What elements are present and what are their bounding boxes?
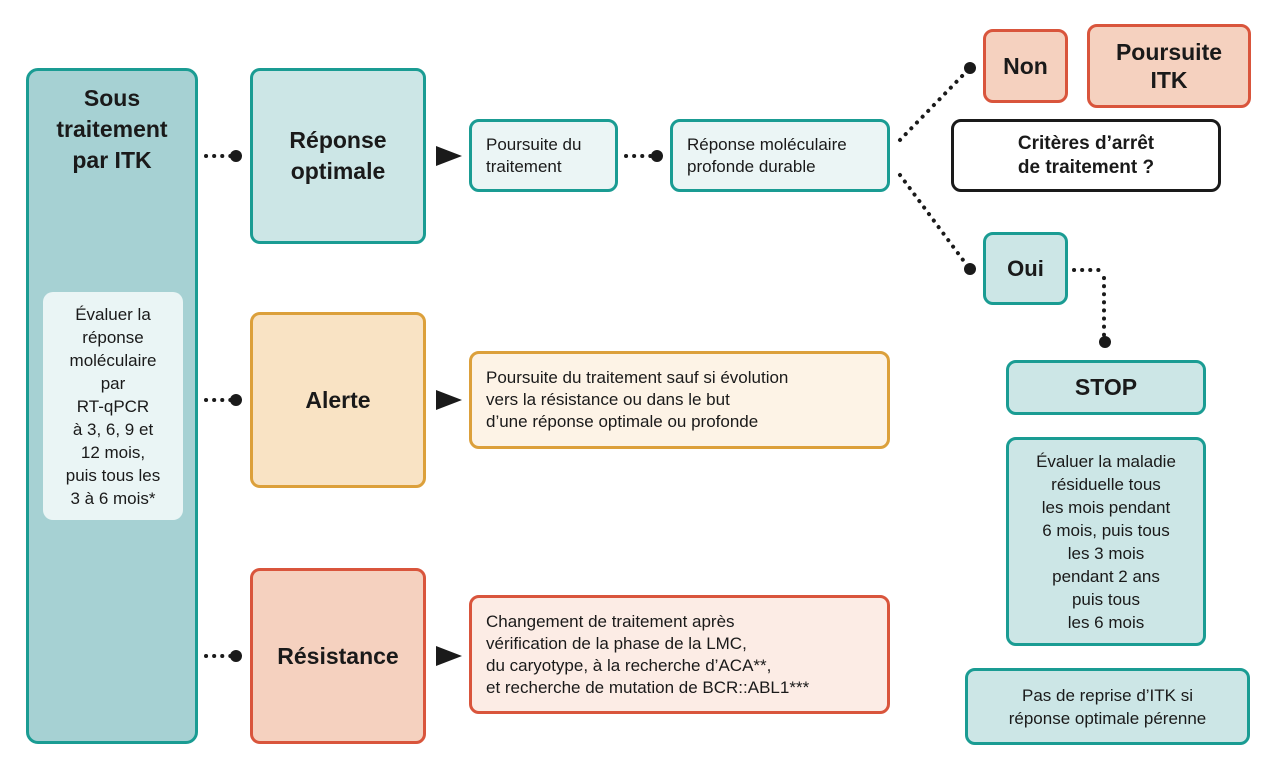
arrow-right-icon: [436, 390, 462, 410]
connector-dot: [964, 62, 976, 74]
yes-box: Oui: [983, 232, 1068, 305]
stop-criteria-box: Critères d’arrêt de traitement ?: [951, 119, 1221, 192]
alert-box: Alerte: [250, 312, 426, 488]
continue-itk-box: Poursuite ITK: [1087, 24, 1251, 108]
no-box: Non: [983, 29, 1068, 103]
continue-treatment-box: Poursuite du traitement: [469, 119, 618, 192]
arrow-right-icon: [436, 646, 462, 666]
connector-deep-yes: [898, 173, 968, 266]
connector-dot: [651, 150, 663, 162]
connector-dot: [230, 150, 242, 162]
resistance-box: Résistance: [250, 568, 426, 744]
connector-deep-no: [898, 70, 968, 142]
resistance-action-box: Changement de traitement après vérificat…: [469, 595, 890, 714]
deep-response-box: Réponse moléculaire profonde durable: [670, 119, 890, 192]
connector-dot: [1099, 336, 1111, 348]
no-restart-note-box: Pas de reprise d’ITK si réponse optimale…: [965, 668, 1250, 745]
stop-box: STOP: [1006, 360, 1206, 415]
treatment-column: Sous traitement par ITK Évaluer la répon…: [26, 68, 198, 744]
treatment-column-title: Sous traitement par ITK: [56, 85, 168, 173]
optimal-response-box: Réponse optimale: [250, 68, 426, 244]
alert-action-box: Poursuite du traitement sauf si évolutio…: [469, 351, 890, 449]
evaluate-response-note: Évaluer la réponse moléculaire par RT-qP…: [43, 292, 183, 520]
arrow-right-icon: [436, 146, 462, 166]
residual-disease-box: Évaluer la maladie résiduelle tous les m…: [1006, 437, 1206, 646]
connector-dot: [230, 650, 242, 662]
connector-dot: [964, 263, 976, 275]
connector-dot: [230, 394, 242, 406]
